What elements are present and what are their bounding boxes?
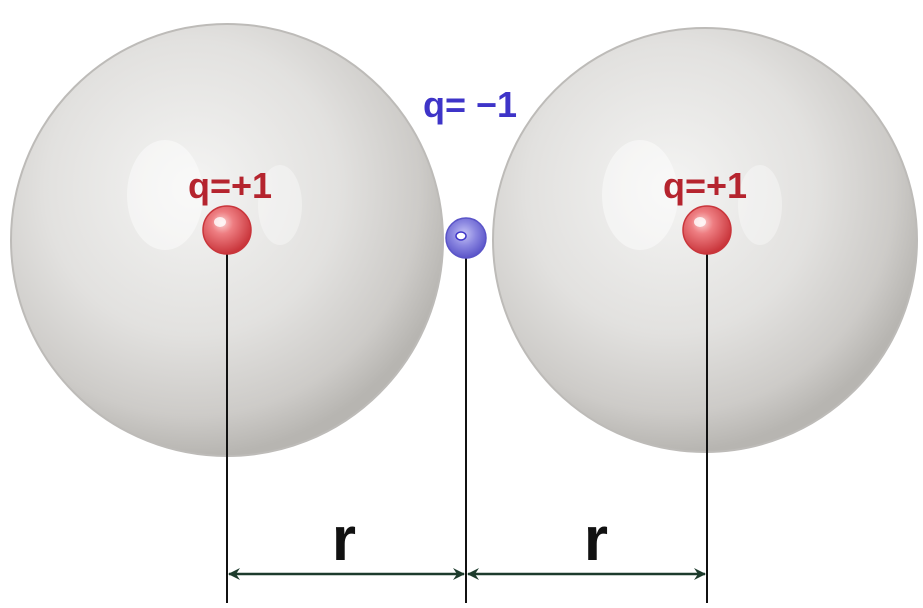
negative-charge-label: q= −1 <box>423 84 517 125</box>
left-distance-label: r <box>332 505 356 574</box>
right-charge-label: q=+1 <box>663 165 747 206</box>
left-positive-charge <box>202 205 252 255</box>
right-positive-charge <box>682 205 732 255</box>
left-charge-label: q=+1 <box>188 165 272 206</box>
right-distance-label: r <box>584 505 608 574</box>
